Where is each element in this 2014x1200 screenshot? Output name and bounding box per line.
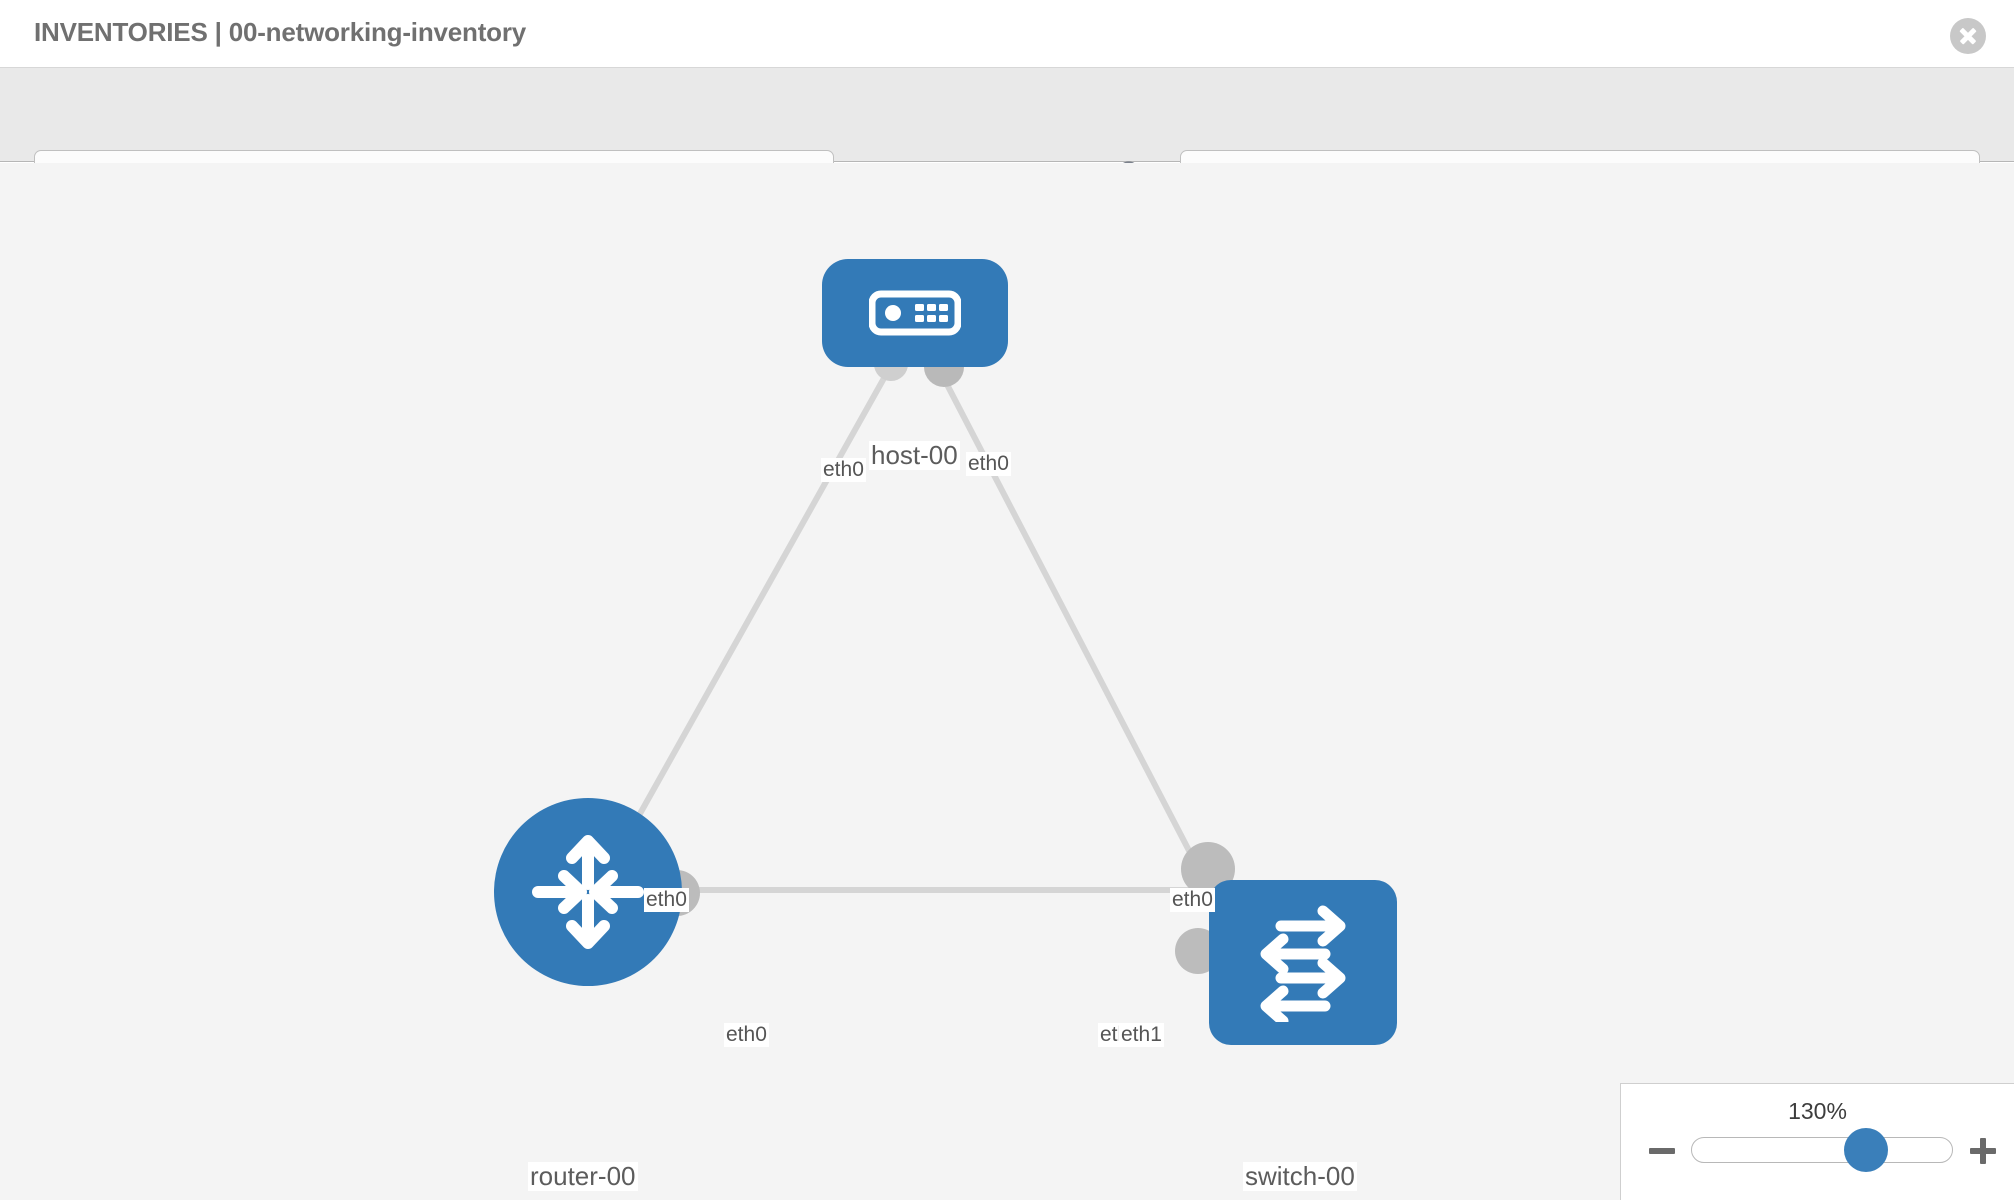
zoom-in-button[interactable] [1968, 1136, 1998, 1166]
switch-arrows-icon [1260, 905, 1346, 1022]
node-switch-00[interactable] [1175, 842, 1397, 1045]
zoom-control-panel: 130% [1620, 1083, 2014, 1200]
zoom-slider-thumb[interactable] [1844, 1128, 1888, 1172]
minus-icon [1649, 1148, 1675, 1154]
page-title: INVENTORIES | 00-networking-inventory [34, 17, 527, 47]
router-arrows-icon [532, 835, 644, 949]
close-icon[interactable] [1950, 18, 1986, 54]
node-router-00-label: router-00 [528, 1161, 638, 1191]
if-label-router-right: eth0 [724, 1023, 769, 1048]
node-switch-00-shape [1209, 880, 1397, 1045]
zoom-out-button[interactable] [1647, 1136, 1677, 1166]
if-label-host-right: eth0 [966, 452, 1011, 477]
if-label-host-left: eth0 [821, 458, 866, 483]
server-icon [869, 290, 961, 336]
zoom-slider[interactable] [1691, 1137, 1953, 1163]
node-router-00[interactable] [494, 798, 700, 986]
node-switch-00-label: switch-00 [1243, 1161, 1357, 1191]
toolbar: ACTIONS SEARCH [0, 68, 2014, 207]
plus-icon-vertical [1980, 1138, 1986, 1164]
node-host-00-label: host-00 [869, 440, 960, 470]
node-host-00[interactable] [822, 259, 1008, 387]
if-label-switch-up: eth0 [1170, 888, 1215, 913]
topology-canvas[interactable]: host-00 eth0 eth0 [0, 163, 2014, 1200]
if-label-router-up: eth0 [644, 888, 689, 913]
node-host-00-shape [822, 259, 1008, 367]
zoom-level-value: 130% [1788, 1098, 1847, 1124]
if-label-switch-left: eth1 [1119, 1023, 1164, 1048]
window-header: INVENTORIES | 00-networking-inventory [0, 0, 2014, 68]
